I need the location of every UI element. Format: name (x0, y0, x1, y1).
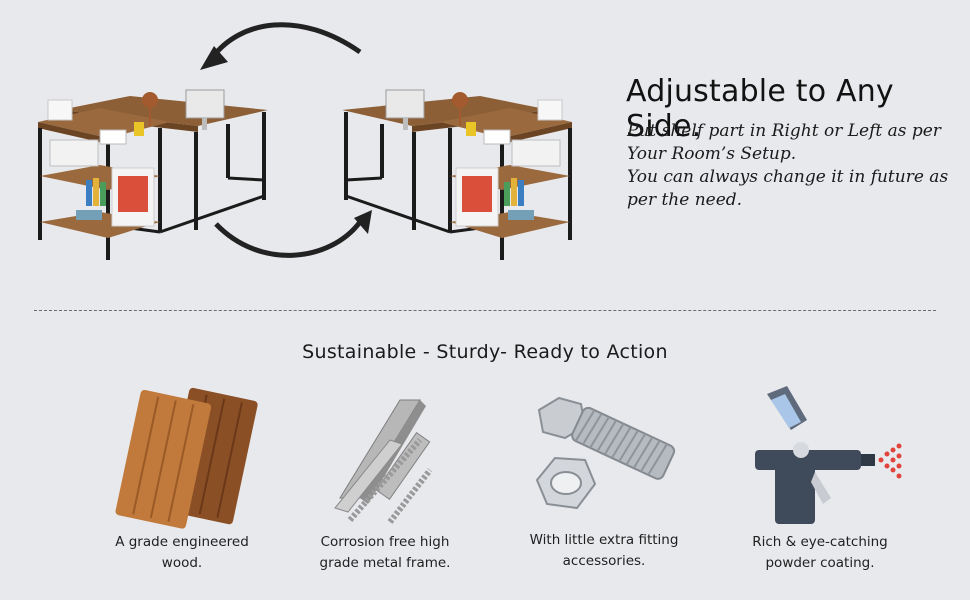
feature-metal-caption-line-2: grade metal frame. (319, 555, 451, 571)
feature-metal: Corrosion free high grade metal frame. (280, 380, 490, 590)
adjustable-line-1: Put shelf part in Right or Left as per (627, 121, 941, 141)
feature-metal-caption: Corrosion free high grade metal frame. (280, 532, 490, 574)
desk-swap-illustration (36, 22, 574, 262)
metal-profiles-icon (334, 399, 433, 524)
feature-wood-caption-line-1: A grade engineered (115, 534, 249, 550)
adjustable-line-3: You can always change it in future as (627, 167, 949, 187)
desk-right-shelf-image (340, 88, 574, 262)
feature-coating: Rich & eye-catching powder coating. (715, 380, 925, 590)
feature-fittings: With little extra fitting accessories. (499, 380, 709, 590)
feature-fittings-caption-line-2: accessories. (562, 553, 646, 569)
feature-wood: A grade engineered wood. (77, 380, 287, 590)
feature-fittings-caption: With little extra fitting accessories. (499, 530, 709, 572)
spray-gun-icon (755, 386, 902, 524)
rotate-arrow-bottom-icon (214, 220, 362, 258)
feature-metal-caption-line-1: Corrosion free high (320, 534, 450, 550)
section-divider (34, 310, 936, 311)
adjustable-title: Adjustable to Any Side. (626, 74, 894, 144)
feature-coating-caption-line-1: Rich & eye-catching (752, 534, 888, 550)
feature-wood-caption-line-2: wood. (161, 555, 203, 571)
adjustable-line-4: per the need. (627, 190, 743, 210)
feature-coating-caption-line-2: powder coating. (765, 555, 875, 571)
feature-fittings-caption-line-1: With little extra fitting (529, 532, 679, 548)
bolt-nut-icon (535, 396, 676, 510)
adjustable-line-2: Your Room’s Setup. (627, 144, 797, 164)
rotate-arrow-top-icon (209, 22, 362, 60)
feature-wood-caption: A grade engineered wood. (77, 532, 287, 574)
desk-left-shelf-image (36, 88, 270, 262)
wood-planks-icon (115, 387, 258, 529)
adjustable-description: Put shelf part in Right or Left as per Y… (627, 120, 967, 212)
feature-coating-caption: Rich & eye-catching powder coating. (715, 532, 925, 574)
sustainable-title: Sustainable - Sturdy- Ready to Action (302, 341, 668, 363)
